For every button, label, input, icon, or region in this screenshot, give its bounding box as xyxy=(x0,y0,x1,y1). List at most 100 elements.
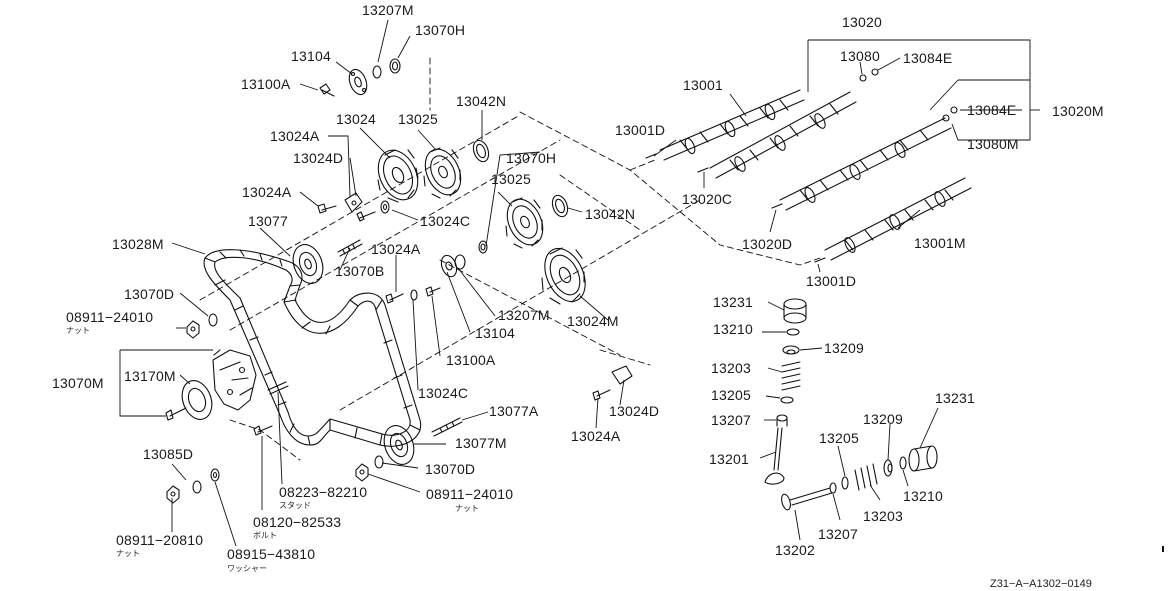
seal-13070H-mid xyxy=(478,240,488,254)
retainer-13209-right xyxy=(883,459,893,477)
label-13001: 13001 xyxy=(683,77,723,93)
label-13100A-mid: 13100A xyxy=(446,352,496,368)
stud-08223 xyxy=(268,382,288,394)
o-ring-13084E-right xyxy=(950,106,958,114)
washer-13085D xyxy=(192,480,202,494)
label-13070M: 13070M xyxy=(52,375,104,391)
shim-13210-right xyxy=(899,456,907,470)
lifter-13231-right xyxy=(908,445,938,472)
idler-pulley-13077M xyxy=(383,425,415,465)
plate-13024D-lower xyxy=(612,366,632,384)
seal-13042N-top xyxy=(472,139,490,163)
pin-13001D-top xyxy=(646,154,656,158)
label-13231-left: 13231 xyxy=(713,294,753,310)
sublabel-stud: スタッド xyxy=(279,501,311,510)
label-13205-left: 13205 xyxy=(711,387,751,403)
sublabel-nut-left: ナット xyxy=(66,326,90,335)
label-13203-right: 13203 xyxy=(863,508,903,524)
label-13042N-mid: 13042N xyxy=(585,206,636,222)
label-13024A-1: 13024A xyxy=(270,128,320,144)
label-13210-right: 13210 xyxy=(903,488,943,504)
label-08911-20810: 08911−20810 xyxy=(116,532,204,548)
bolt-tensioner xyxy=(166,408,186,420)
label-13001M: 13001M xyxy=(914,235,966,251)
label-13001D-top: 13001D xyxy=(615,122,666,138)
label-13080-top: 13080 xyxy=(840,48,880,64)
label-13077: 13077 xyxy=(248,213,288,229)
timing-belt-13028M xyxy=(204,250,421,447)
bolt-08120 xyxy=(254,426,272,435)
pin-13001D-bottom xyxy=(815,258,825,262)
label-13024D-2: 13024D xyxy=(609,403,660,419)
label-13100A-top: 13100A xyxy=(241,76,291,92)
washer-13070D-left xyxy=(208,313,218,327)
label-13042N-top: 13042N xyxy=(456,93,507,109)
cam-sprocket-13025-top xyxy=(418,143,462,200)
label-13207-left: 13207 xyxy=(711,412,751,428)
leader-lines xyxy=(120,20,1040,546)
label-13024M: 13024M xyxy=(567,313,619,329)
label-13207-right: 13207 xyxy=(818,526,858,542)
edge-marker xyxy=(1162,546,1164,552)
label-13070D-left: 13070D xyxy=(124,286,175,302)
bolt-13100A-top xyxy=(320,84,334,96)
label-13084E-top: 13084E xyxy=(903,50,953,66)
label-13024D-1: 13024D xyxy=(293,150,344,166)
seat-13205-right xyxy=(841,476,849,490)
label-13201: 13201 xyxy=(709,451,749,467)
seal-13042N-mid xyxy=(551,194,569,218)
cam-sprocket-13025-mid xyxy=(500,193,544,250)
bolt-13024A-bottom xyxy=(593,390,610,400)
cam-sprocket-plate-13104-mid xyxy=(440,254,458,278)
valve-13202 xyxy=(781,488,832,511)
label-13210-left: 13210 xyxy=(713,321,753,337)
bolt-13100A-mid xyxy=(426,287,440,296)
washer-13070D-bottom xyxy=(374,455,384,469)
o-ring-13084E-top xyxy=(871,68,879,76)
washer-13024C-top xyxy=(380,200,390,214)
valve-13201 xyxy=(765,428,784,484)
sublabel-nut-bottom: ナット xyxy=(455,504,479,513)
camshaft-13001M xyxy=(825,178,971,260)
label-13070D-bottom: 13070D xyxy=(425,461,476,477)
label-13080M: 13080M xyxy=(967,136,1019,152)
lifter-13231-left xyxy=(783,298,807,324)
spring-13203-right xyxy=(855,464,877,490)
shim-13210-left xyxy=(786,328,800,336)
plate-13024D-top xyxy=(345,193,362,212)
label-13001D-bottom: 13001D xyxy=(806,273,857,289)
sublabel-washer: ワッシャー xyxy=(227,564,267,573)
camshaft-13020M xyxy=(780,118,951,210)
bolt-13024A-lower xyxy=(386,294,403,303)
sublabel-nut-2: ナット xyxy=(116,549,140,558)
label-13205-right: 13205 xyxy=(819,430,859,446)
label-13070B: 13070B xyxy=(335,263,385,279)
label-13207M-top: 13207M xyxy=(362,2,414,18)
label-08911-24010-bottom: 08911−24010 xyxy=(426,486,514,502)
pin-13020C xyxy=(698,168,708,172)
camshaft-13020 xyxy=(710,92,856,178)
pin-13020D xyxy=(772,204,782,208)
cam-sprocket-13024 xyxy=(371,144,426,206)
bolt-13024A-mid xyxy=(318,204,336,213)
label-13025-top: 13025 xyxy=(398,111,438,127)
idler-pulley-13077 xyxy=(292,244,324,284)
washer-13024C-mid xyxy=(410,289,418,301)
camshaft-13001 xyxy=(660,90,804,160)
reference-code: Z31−A−A1302−0149 xyxy=(990,578,1092,590)
spring-13203-left xyxy=(782,362,800,390)
seal-13207-left xyxy=(776,414,788,426)
label-13070H-mid: 13070H xyxy=(506,150,557,166)
label-13024A-3: 13024A xyxy=(371,241,421,257)
label-08911-24010-left: 08911−24010 xyxy=(66,309,154,325)
label-13207M-mid: 13207M xyxy=(498,307,550,323)
cam-sprocket-13024M xyxy=(537,242,586,308)
label-13209-left: 13209 xyxy=(824,340,864,356)
sublabel-bolt: ボルト xyxy=(253,531,277,540)
cam-sprocket-plate-13104-top xyxy=(348,68,368,96)
label-13028M: 13028M xyxy=(112,236,164,252)
label-08915-43810: 08915−43810 xyxy=(227,546,316,562)
label-13024C-2: 13024C xyxy=(418,385,469,401)
label-13077M: 13077M xyxy=(455,435,507,451)
label-13070H-top: 13070H xyxy=(415,22,466,38)
